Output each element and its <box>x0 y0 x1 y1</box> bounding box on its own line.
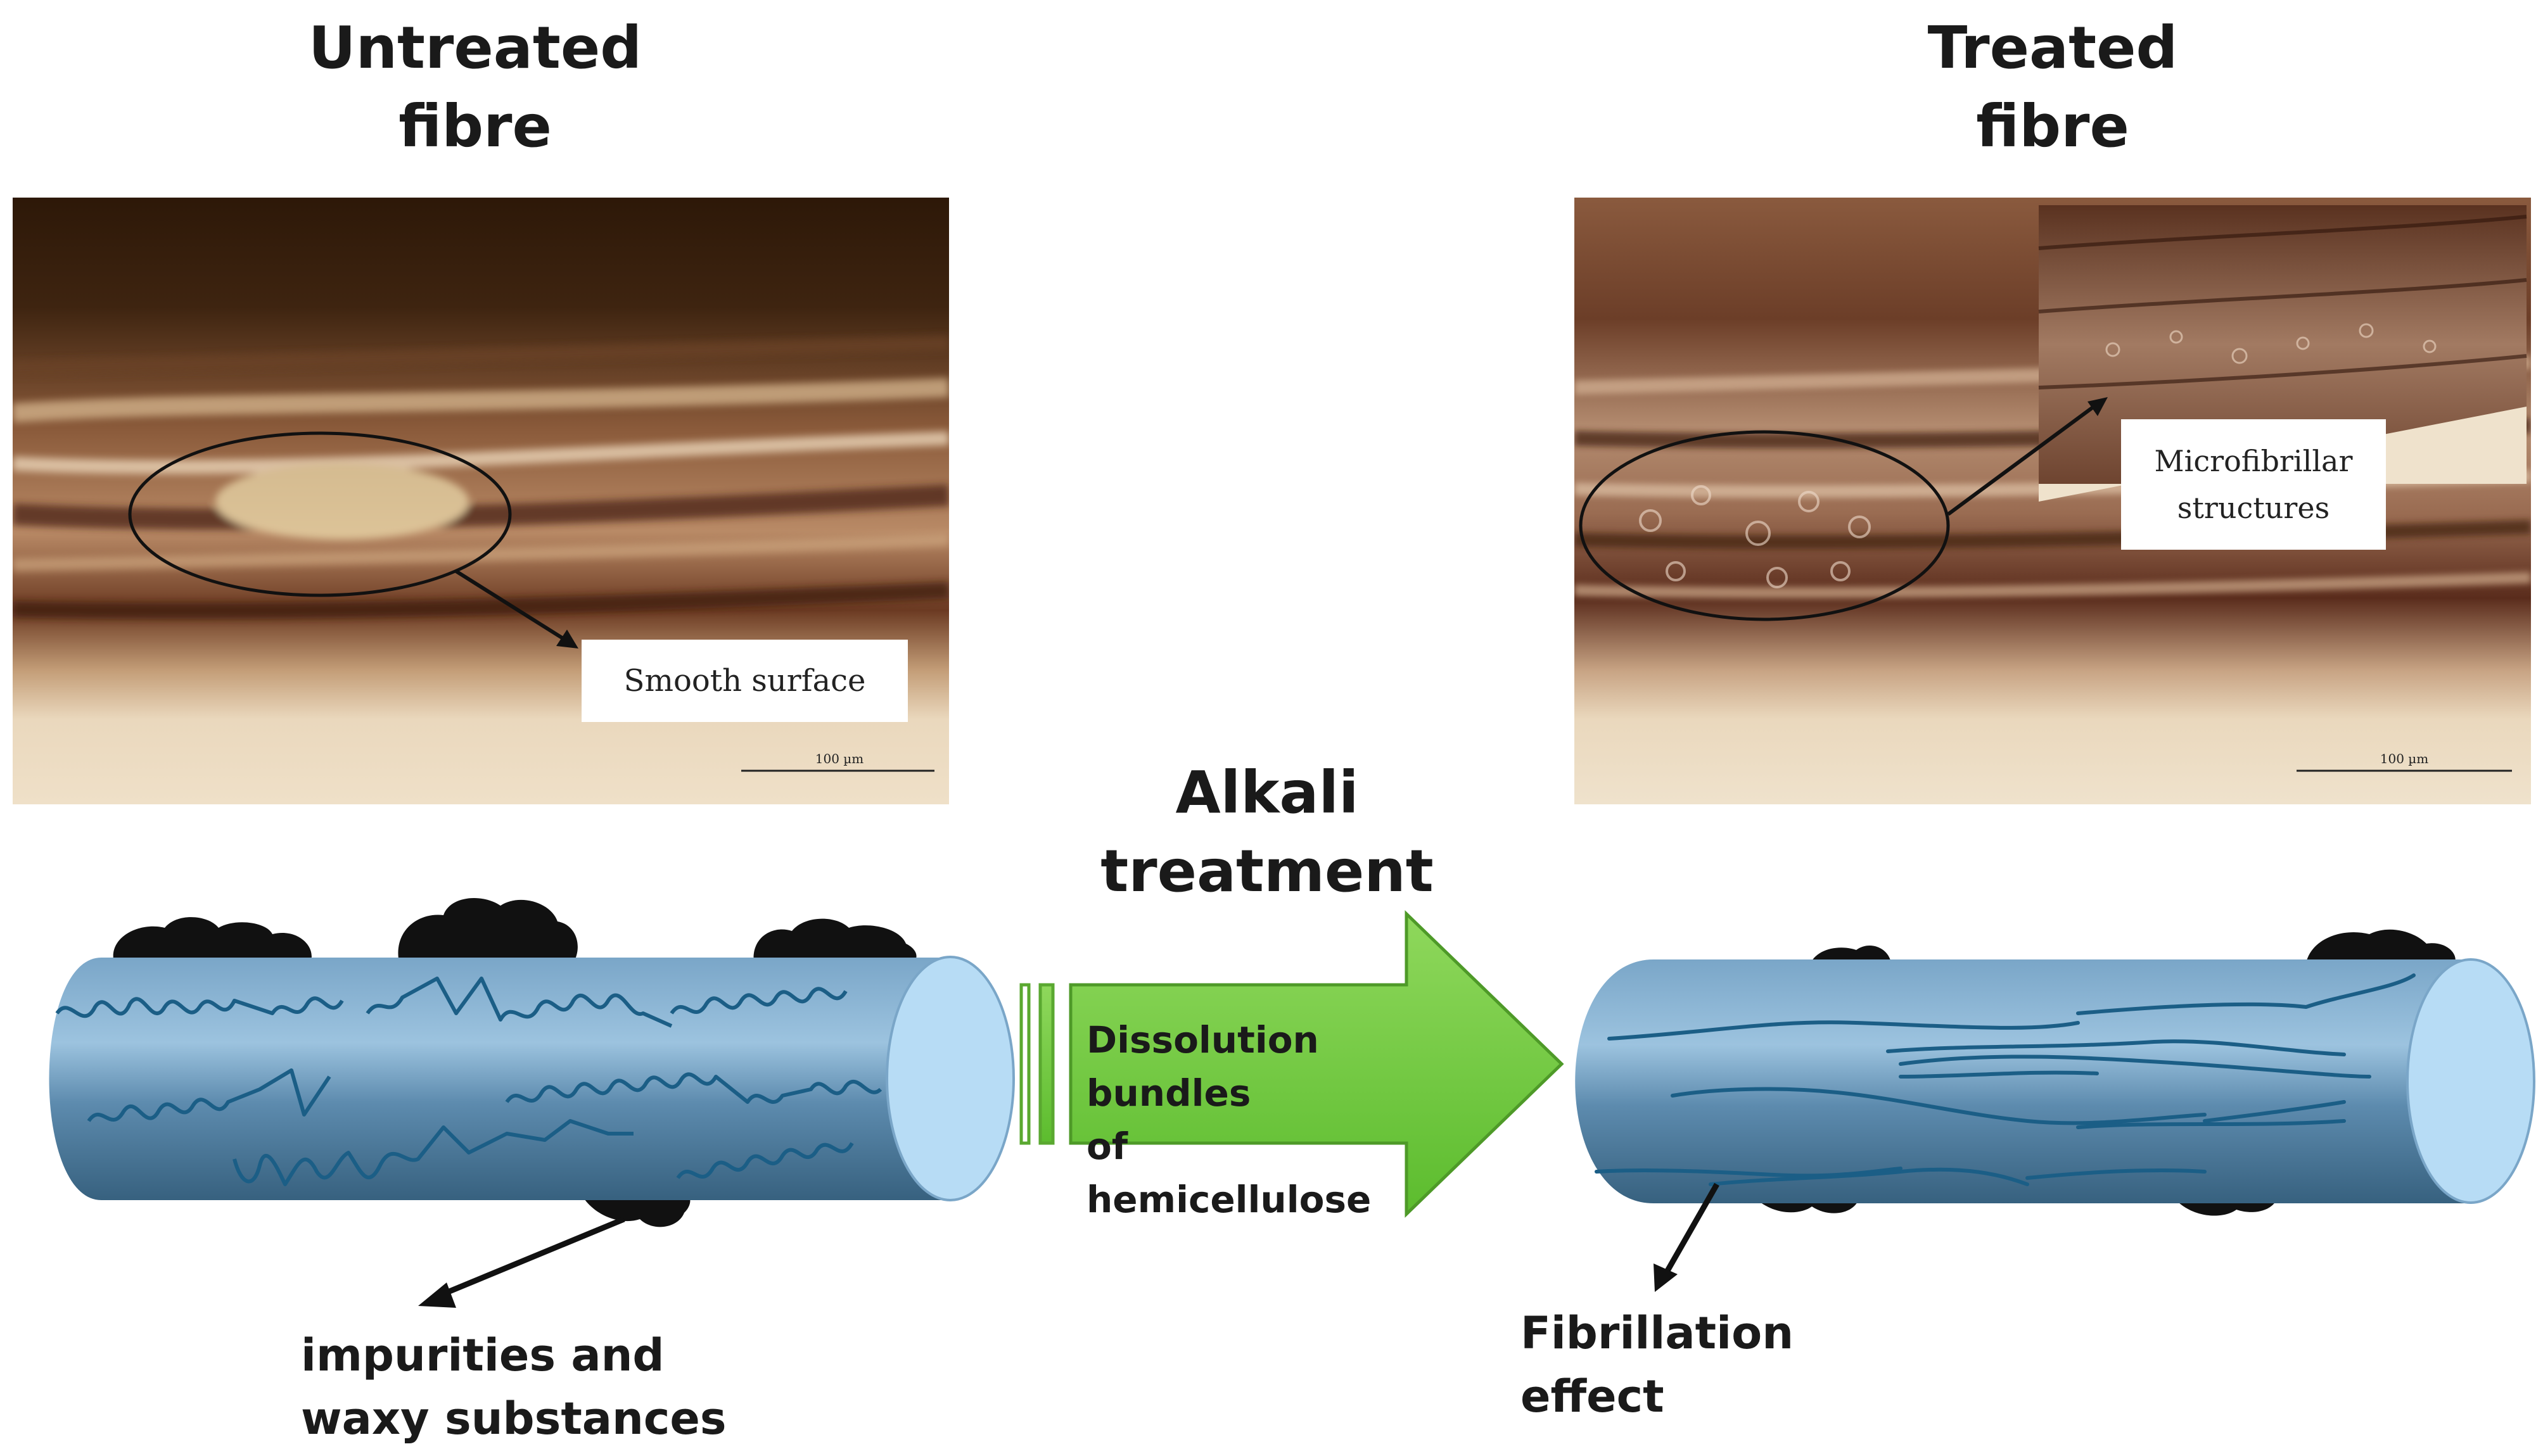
smooth-surface-label: Smooth surface <box>582 640 908 722</box>
untreated-fibre-cylinder <box>49 956 1015 1201</box>
right-scale-bar-label: 100 µm <box>2380 751 2429 766</box>
left-scale-bar-label: 100 µm <box>815 751 864 766</box>
untreated-coiled-fibrils <box>55 977 883 1186</box>
treated-straight-fibrils <box>1595 973 2416 1186</box>
alkali-treatment-arrow <box>1019 910 1564 1218</box>
impurities-pointer <box>439 1216 625 1298</box>
treated-fibre-cylinder <box>1575 958 2535 1204</box>
fibrillation-pointer <box>1664 1182 1719 1275</box>
untreated-micrograph: 100 µm <box>13 198 949 804</box>
